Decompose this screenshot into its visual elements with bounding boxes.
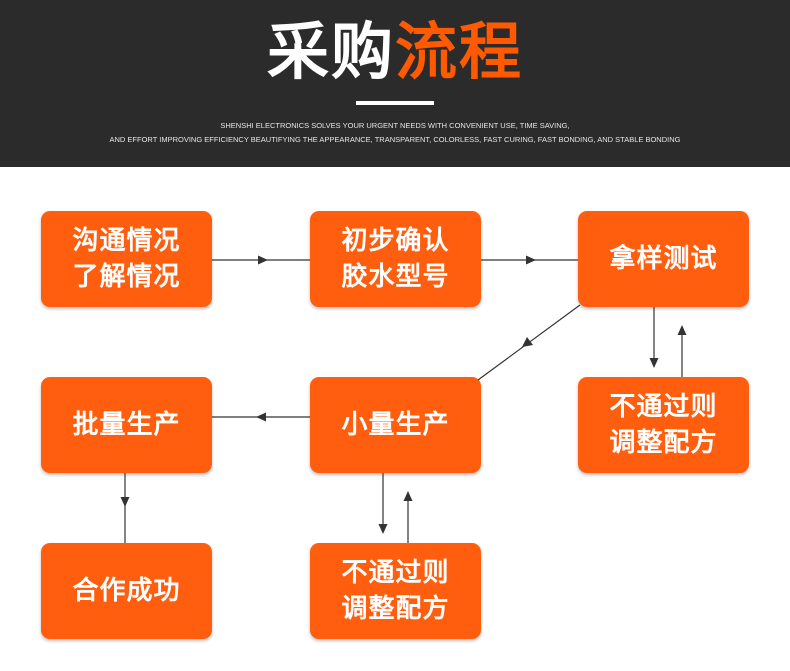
step-small-batch: 小量生产 [310, 377, 481, 473]
step-communicate: 沟通情况 了解情况 [41, 211, 212, 307]
step-mass-production-line1: 批量生产 [72, 410, 181, 440]
subtitle-line-1: SHENSHI ELECTRONICS SOLVES YOUR URGENT N… [220, 121, 570, 130]
arrow-step2-to-step3 [481, 255, 578, 265]
subtitle-line-2: AND EFFORT IMPROVING EFFICIENCY BEAUTIFY… [109, 135, 681, 144]
arrow-test-to-small-batch [477, 304, 581, 381]
title-underline [356, 101, 434, 105]
step-sample-test-line1: 拿样测试 [609, 244, 718, 274]
step-communicate-line2: 了解情况 [72, 262, 181, 292]
step-cooperation-success: 合作成功 [41, 543, 212, 639]
step-confirm-glue-line2: 胶水型号 [341, 262, 450, 292]
step-small-batch-retry-line1: 不通过则 [341, 558, 450, 588]
arrow-small-batch-to-mass [212, 412, 310, 422]
step-mass-production: 批量生产 [41, 377, 212, 473]
step-small-batch-retry-line2: 调整配方 [341, 594, 450, 624]
step-sample-test: 拿样测试 [578, 211, 749, 307]
arrow-retry-to-small-batch [403, 491, 413, 543]
page-title: 采购流程 [0, 14, 790, 90]
arrow-step1-to-step2 [212, 255, 310, 265]
title-part-white: 采购 [266, 15, 395, 88]
header-banner: 采购流程 SHENSHI ELECTRONICS SOLVES YOUR URG… [0, 0, 790, 167]
title-part-orange: 流程 [395, 15, 524, 88]
step-confirm-glue: 初步确认 胶水型号 [310, 211, 481, 307]
step-confirm-glue-line1: 初步确认 [341, 226, 450, 256]
step-cooperation-success-line1: 合作成功 [72, 576, 181, 606]
arrow-mass-to-success [120, 473, 130, 543]
step-small-batch-retry: 不通过则 调整配方 [310, 543, 481, 639]
arrow-small-batch-to-retry [378, 473, 388, 534]
arrow-test-to-retry [649, 307, 659, 368]
step-communicate-line1: 沟通情况 [72, 226, 181, 256]
step-sample-retry-line1: 不通过则 [609, 392, 718, 422]
step-sample-retry-line2: 调整配方 [609, 428, 718, 458]
arrow-retry-to-test [677, 325, 687, 377]
step-small-batch-line1: 小量生产 [341, 410, 450, 440]
step-sample-retry: 不通过则 调整配方 [578, 377, 749, 473]
